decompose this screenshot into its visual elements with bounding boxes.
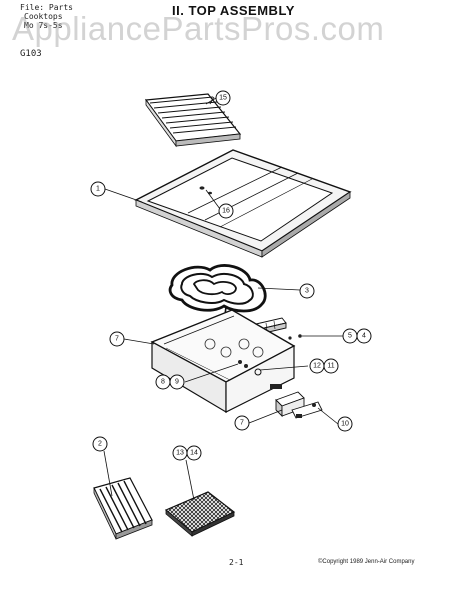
callout-12: 12 — [313, 363, 321, 370]
callout-11: 11 — [327, 363, 334, 370]
callout-4: 4 — [362, 333, 366, 340]
callout-2: 2 — [98, 441, 102, 448]
watermark: AppliancePartsPros.com — [12, 10, 385, 47]
callout-15: 15 — [219, 95, 227, 102]
part-15-grille — [144, 93, 242, 148]
callout-13: 13 — [176, 450, 184, 457]
file-label: File: Parts — [20, 3, 73, 12]
callout-9: 9 — [175, 379, 179, 386]
part-10-bracket — [275, 391, 323, 419]
page-title: II. TOP ASSEMBLY — [172, 3, 295, 18]
callout-3: 3 — [305, 288, 309, 295]
callout-7-upper: 7 — [115, 336, 119, 343]
part-13-filter — [164, 491, 236, 537]
callout-14: 14 — [190, 450, 198, 457]
callout-8: 8 — [161, 379, 165, 386]
part-1-top-frame — [134, 149, 352, 258]
section-label: Cooktops — [24, 12, 63, 21]
part-7-pan — [150, 309, 296, 414]
model-number: G103 — [20, 49, 42, 59]
part-3-element — [168, 264, 267, 323]
copyright-notice: ©Copyright 1989 Jenn-Air Company — [318, 559, 415, 565]
reference-label: Mo 7s-5s — [24, 21, 63, 30]
part-2-grate — [93, 477, 153, 540]
callout-5: 5 — [348, 333, 352, 340]
leader-lines — [103, 97, 343, 501]
callout-circles — [90, 90, 372, 461]
callout-7-lower: 7 — [240, 420, 244, 427]
page-number: 2-1 — [229, 558, 244, 567]
callout-1: 1 — [96, 186, 100, 193]
callout-10: 10 — [341, 421, 349, 428]
callout-16: 16 — [222, 208, 230, 215]
